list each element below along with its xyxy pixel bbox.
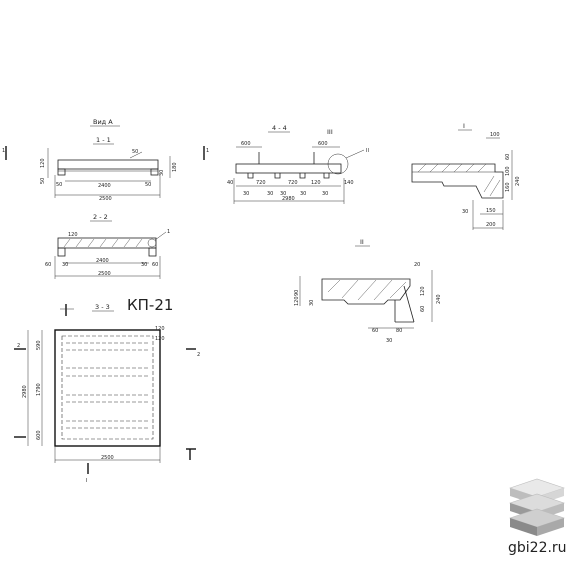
stacked-slabs-icon bbox=[509, 478, 565, 536]
dim-text: 90 bbox=[294, 290, 300, 296]
dim-text: 60 bbox=[420, 306, 426, 312]
dim-text: 2500 bbox=[98, 271, 111, 277]
cut-mark: 1 bbox=[2, 148, 5, 154]
dim-text: 30 bbox=[386, 338, 392, 344]
dim-text: 720 bbox=[256, 180, 266, 186]
dim-text: 60 bbox=[372, 328, 378, 334]
rib-profile bbox=[247, 173, 330, 179]
slab-plan bbox=[54, 329, 161, 447]
node-profile bbox=[411, 163, 504, 199]
dim-text: 120 bbox=[294, 296, 300, 306]
section-title: 2 - 2 bbox=[93, 213, 108, 221]
callout-number: 1 bbox=[167, 229, 170, 235]
node-I: I 100 60 100 160 240 30 150 200 bbox=[411, 122, 521, 230]
dim-text: 30 bbox=[141, 262, 147, 268]
cut-mark: 2 bbox=[197, 352, 200, 358]
dim-text: 30 bbox=[62, 262, 68, 268]
dim-text: 140 bbox=[344, 180, 354, 186]
plan-3-3: 3 - 3 КП-21 2 2 2980 590 1790 600 120 12… bbox=[14, 296, 200, 484]
dim-text: 1790 bbox=[36, 383, 42, 396]
node-II: II 20 90 120 30 120 60 240 60 80 30 bbox=[294, 238, 442, 344]
dim-text: 30 bbox=[309, 300, 315, 306]
dim-text: 590 bbox=[36, 340, 42, 350]
dim-text: 60 bbox=[152, 262, 158, 268]
dim-text: 50 bbox=[145, 182, 151, 188]
callout-label: II bbox=[366, 148, 369, 154]
view-title: Вид А bbox=[93, 118, 113, 126]
dim-text: 40 bbox=[227, 180, 233, 186]
dim-text: 100 bbox=[490, 132, 500, 138]
dim-text: 60 bbox=[45, 262, 51, 268]
dim-text: 30 bbox=[322, 191, 328, 197]
section-4-4: 4 - 4 III II 600 600 40 30 720 30 30 720… bbox=[227, 124, 369, 204]
cut-mark: 2 bbox=[17, 343, 20, 349]
dim-text: 150 bbox=[486, 208, 496, 214]
section-2-2: 2 - 2 1 2400 2500 60 30 30 60 120 bbox=[45, 213, 170, 279]
node-title: II bbox=[360, 238, 364, 246]
concrete-hatch bbox=[327, 279, 407, 301]
node-profile bbox=[321, 278, 411, 305]
dim-text: 240 bbox=[515, 176, 521, 186]
slab-profile bbox=[57, 237, 157, 249]
dim-text: 50 bbox=[40, 178, 46, 184]
dim-text: 30 bbox=[462, 209, 468, 215]
dim-text: 2500 bbox=[99, 196, 112, 202]
dim-text: 100 bbox=[505, 166, 511, 176]
slab-mark: КП-21 bbox=[127, 296, 173, 314]
dim-text: 120 bbox=[311, 180, 321, 186]
dim-text: 30 bbox=[267, 191, 273, 197]
detail-circle bbox=[327, 153, 349, 175]
dim-text: 80 bbox=[396, 328, 402, 334]
dim-text: 200 bbox=[486, 222, 496, 228]
dim-text: 600 bbox=[241, 141, 251, 147]
dim-text: 180 bbox=[172, 162, 178, 172]
site-watermark: gbi22.ru bbox=[508, 540, 567, 556]
dim-text: 120 bbox=[40, 158, 46, 168]
dim-text: 120 bbox=[155, 326, 165, 332]
dim-text: 2400 bbox=[96, 258, 109, 264]
dim-text: 600 bbox=[36, 430, 42, 440]
dim-text: 2980 bbox=[22, 385, 28, 398]
dim-text: 30 bbox=[280, 191, 286, 197]
dim-text: 30 bbox=[300, 191, 306, 197]
dim-text: 160 bbox=[505, 182, 511, 192]
concrete-hatch bbox=[63, 238, 143, 248]
dim-text: 60 bbox=[505, 154, 511, 160]
node-title: I bbox=[463, 122, 465, 130]
section-title: 3 - 3 bbox=[95, 303, 110, 311]
callout-label: III bbox=[327, 128, 333, 136]
concrete-hatch bbox=[417, 163, 501, 197]
dim-text: 600 bbox=[318, 141, 328, 147]
rib-lines bbox=[66, 342, 150, 429]
slab-profile bbox=[235, 163, 342, 174]
dim-text: 2500 bbox=[101, 455, 114, 461]
dim-text: 20 bbox=[414, 262, 420, 268]
dim-text: 720 bbox=[288, 180, 298, 186]
cut-mark: I bbox=[86, 478, 87, 484]
dim-text: 240 bbox=[436, 294, 442, 304]
dim-text: 50 bbox=[56, 182, 62, 188]
cut-mark: 1 bbox=[206, 148, 209, 154]
dim-text: 2400 bbox=[98, 183, 111, 189]
dim-text: 120 bbox=[68, 232, 78, 238]
section-1-1: Вид А 1 - 1 1 1 2400 2500 50 50 50 120 5… bbox=[2, 118, 209, 202]
slab-profile bbox=[57, 159, 159, 170]
dim-text: 120 bbox=[155, 336, 165, 342]
section-title: 4 - 4 bbox=[272, 124, 287, 132]
dim-text: 120 bbox=[420, 286, 426, 296]
dim-text: 30 bbox=[159, 170, 165, 176]
detail-circle bbox=[147, 238, 157, 248]
dim-text: 2980 bbox=[282, 196, 295, 202]
dim-text: 50 bbox=[132, 149, 138, 155]
dim-text: 30 bbox=[243, 191, 249, 197]
section-title: 1 - 1 bbox=[96, 136, 111, 144]
